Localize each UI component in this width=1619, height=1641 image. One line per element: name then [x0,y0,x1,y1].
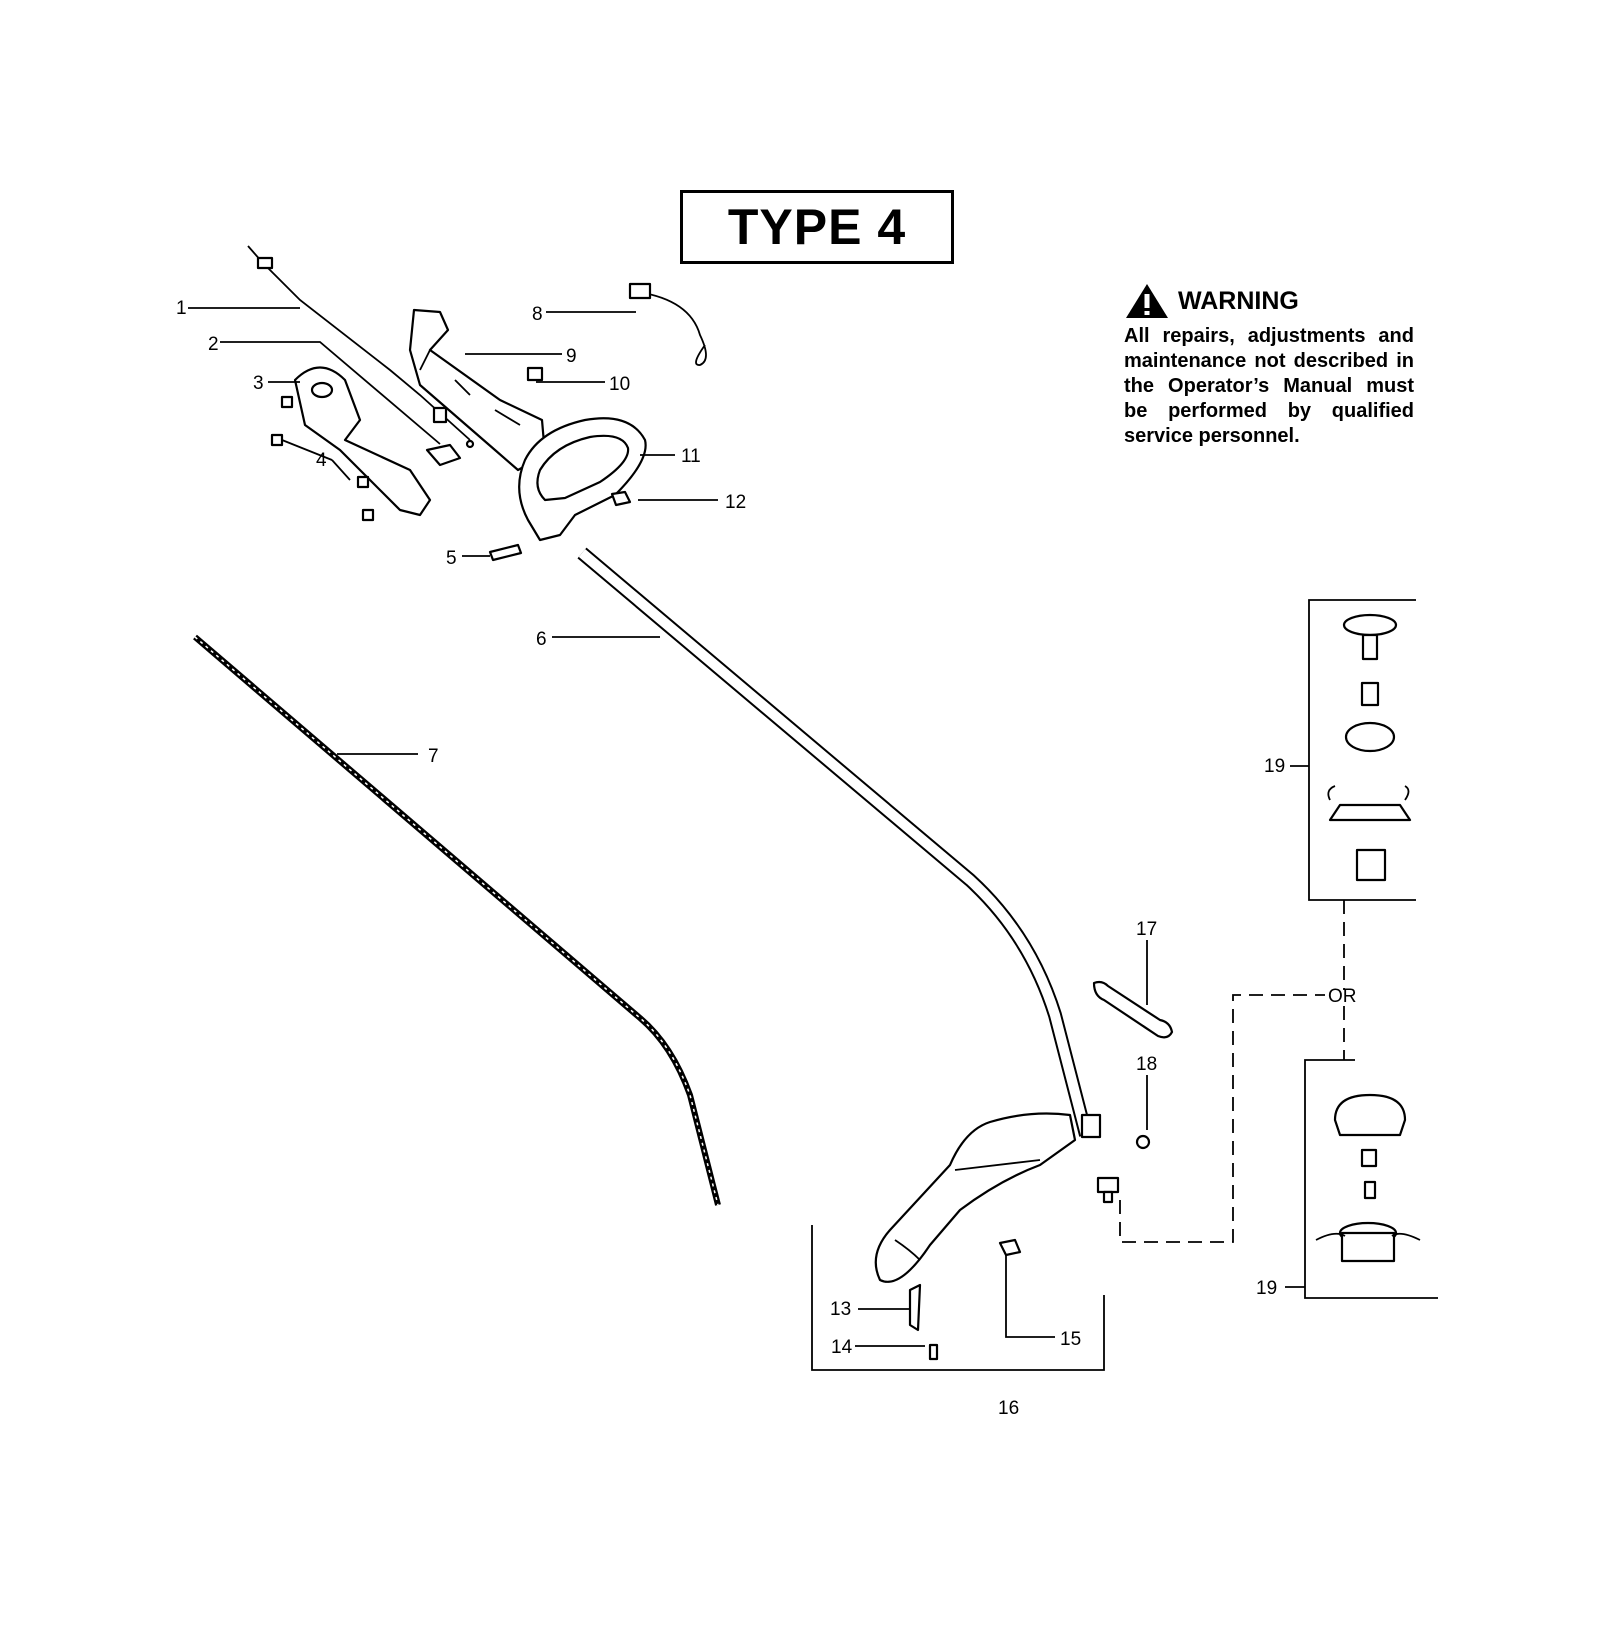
nut [1135,1134,1151,1150]
warning-text: All repairs, adjustments and maintenance… [1124,325,1414,447]
callout-5: 5 [446,548,457,569]
warning-header: WARNING [1124,282,1414,320]
handle-clip [610,490,632,507]
trimmer-head-b [1315,1093,1421,1263]
warning-triangle-icon [1126,284,1168,318]
callout-13: 13 [830,1299,851,1320]
callout-7: 7 [428,746,439,767]
callout-16: 16 [998,1398,1019,1419]
callout-6: 6 [536,629,547,650]
leader-lines [188,307,1309,1347]
trimmer-head-b-box [1304,1059,1438,1299]
upper-housing [408,308,547,472]
callout-12: 12 [725,492,746,513]
guard [874,1112,1077,1283]
callout-8: 8 [532,304,543,325]
or-label: OR [1328,986,1357,1007]
callout-18: 18 [1136,1054,1157,1075]
callout-2: 2 [208,334,219,355]
callout-11: 11 [681,446,701,467]
screws [270,395,375,522]
ignition-wire [637,291,707,366]
callout-19-lower: 19 [1256,1278,1277,1299]
callout-4: 4 [316,450,327,471]
wrench [1092,980,1174,1039]
guard-bracket [998,1238,1022,1257]
callout-17: 17 [1136,919,1157,940]
assembly-bracket [811,1225,1105,1371]
callout-14: 14 [831,1337,853,1358]
trigger-parts [425,406,475,467]
callout-1: 1 [176,298,187,319]
bolt [488,543,523,562]
trimmer-head-a [1327,613,1412,882]
handle-half [293,366,432,517]
callout-3: 3 [253,373,264,394]
trimmer-head-a-box [1308,599,1416,901]
warning-heading: WARNING [1178,286,1299,315]
switch-block [526,366,544,382]
callout-10: 10 [609,374,630,395]
drive-shaft [193,634,721,1206]
warning-block: WARNING All repairs, adjustments and mai… [1124,282,1414,449]
cutter-screw [928,1343,939,1361]
shaft-clamp [1080,1113,1102,1139]
main-tube [577,547,1093,1137]
title-box: TYPE 4 [680,190,954,264]
callout-9: 9 [566,346,577,367]
diagram-title: TYPE 4 [727,199,907,255]
or-connector [1119,994,1325,1243]
callout-19-upper: 19 [1264,756,1285,777]
callout-15: 15 [1060,1329,1081,1350]
line-cutter [908,1283,922,1332]
